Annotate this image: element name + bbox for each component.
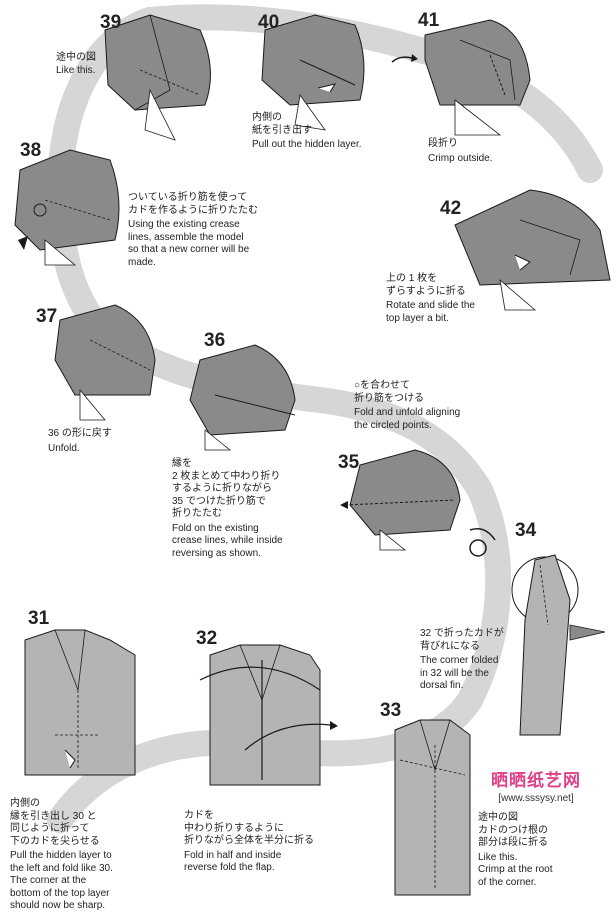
- caption-step-34: 32 で折ったカドが 背びれになる The corner folded in 3…: [420, 628, 520, 693]
- caption-42-jp: 上の 1 枚を ずらすように折る: [386, 273, 466, 297]
- caption-40-jp: 内側の 紙を引き出す: [252, 112, 312, 136]
- caption-33-en: Like this. Crimp at the root of the corn…: [478, 851, 553, 888]
- watermark-url: [www.sssysy.net]: [498, 793, 574, 804]
- model-step-39: [104, 14, 211, 141]
- step-number-33: 33: [380, 700, 402, 721]
- site-watermark: 晒晒纸艺网 [www.sssysy.net]: [466, 766, 606, 804]
- caption-31-en: Pull the hidden layer to the left and fo…: [10, 850, 113, 911]
- model-step-32: [199, 644, 338, 786]
- caption-35-en: Fold and unfold aligning the circled poi…: [354, 407, 461, 431]
- step-number-36: 36: [204, 330, 226, 351]
- model-step-33: [394, 719, 471, 896]
- caption-31-jp: 内側の 縁を引き出し 30 と 同じように折って 下のカドを尖らせる: [10, 798, 100, 847]
- caption-step-33: 途中の図 カドのつけ根の 部分は段に折る Like this. Crimp at…: [478, 812, 598, 889]
- caption-40-en: Pull out the hidden layer.: [252, 139, 362, 150]
- step-number-38: 38: [20, 140, 42, 161]
- step-number-31: 31: [28, 608, 50, 629]
- caption-step-40: 内側の 紙を引き出す Pull out the hidden layer.: [252, 112, 402, 152]
- caption-38-en: Using the existing crease lines, assembl…: [128, 219, 250, 268]
- caption-step-39: 途中の図 Like this.: [56, 52, 146, 77]
- arrow-34-35: [469, 528, 496, 541]
- caption-32-jp: カドを 中わり折りするように 折りながら全体を半分に折る: [184, 810, 314, 846]
- caption-38-jp: ついている折り筋を使って カドを作るように折りたたむ: [128, 192, 258, 216]
- step-flow-path-top: [137, 4, 603, 183]
- step-number-32: 32: [196, 628, 218, 649]
- caption-step-41: 段折り Crimp outside.: [428, 138, 538, 165]
- model-step-34: [511, 554, 606, 736]
- model-step-41: [424, 19, 531, 136]
- caption-32-en: Fold in half and inside reverse fold the…: [184, 849, 282, 874]
- caption-39-en: Like this.: [56, 64, 96, 76]
- arrow-40-41: [391, 56, 413, 63]
- model-step-36: [189, 344, 296, 451]
- caption-41-jp: 段折り: [428, 138, 458, 149]
- caption-42-en: Rotate and slide the top layer a bit.: [386, 300, 475, 324]
- step-number-35: 35: [338, 452, 360, 473]
- caption-37-en: Unfold.: [48, 442, 80, 454]
- step-number-42: 42: [440, 198, 462, 219]
- step-number-34: 34: [515, 520, 537, 541]
- caption-step-36: 縁を 2 枚まとめて中わり折り するように折りながら 35 でつけた折り筋で 折…: [172, 458, 322, 560]
- model-step-38: [14, 149, 120, 266]
- caption-step-31: 内側の 縁を引き出し 30 と 同じように折って 下のカドを尖らせる Pull …: [10, 798, 150, 913]
- caption-35-jp: ○を合わせて 折り筋をつける: [354, 380, 424, 404]
- model-step-31: [24, 629, 136, 776]
- caption-step-35: ○を合わせて 折り筋をつける Fold and unfold aligning …: [354, 380, 504, 432]
- caption-step-38: ついている折り筋を使って カドを作るように折りたたむ Using the exi…: [128, 192, 298, 269]
- caption-step-42: 上の 1 枚を ずらすように折る Rotate and slide the to…: [386, 273, 516, 325]
- step-number-39: 39: [100, 12, 122, 33]
- caption-step-32: カドを 中わり折りするように 折りながら全体を半分に折る Fold in hal…: [184, 810, 354, 875]
- watermark-title: 晒晒纸艺网: [491, 771, 581, 790]
- rotate-icon: [469, 539, 487, 557]
- caption-34-jp: 32 で折ったカドが 背びれになる: [420, 628, 504, 652]
- caption-33-jp: 途中の図 カドのつけ根の 部分は段に折る: [478, 812, 548, 848]
- caption-39-jp: 途中の図: [56, 52, 96, 63]
- step-number-37: 37: [36, 306, 58, 327]
- model-step-42: [454, 189, 611, 311]
- caption-41-en: Crimp outside.: [428, 152, 493, 164]
- caption-37-jp: 36 の形に戻す: [48, 428, 112, 439]
- caption-step-37: 36 の形に戻す Unfold.: [48, 428, 148, 455]
- model-step-35: [340, 449, 461, 551]
- model-step-40: [261, 14, 365, 131]
- step-number-40: 40: [258, 12, 280, 33]
- caption-36-jp: 縁を 2 枚まとめて中わり折り するように折りながら 35 でつけた折り筋で 折…: [172, 458, 281, 519]
- step-number-41: 41: [418, 10, 440, 31]
- model-step-37: [54, 304, 156, 421]
- caption-36-en: Fold on the existing crease lines, while…: [172, 522, 283, 559]
- caption-34-en: The corner folded in 32 will be the dors…: [420, 655, 499, 691]
